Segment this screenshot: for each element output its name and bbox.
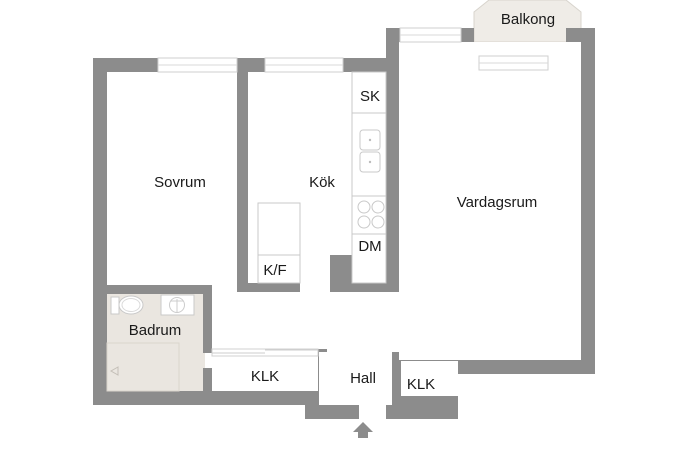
label-vardagsrum: Vardagsrum: [457, 194, 538, 211]
wall-sovrum-kok: [237, 58, 248, 290]
label-kok: Kök: [309, 174, 335, 191]
room-labels: Sovrum Kök Vardagsrum Balkong Badrum Hal…: [129, 11, 555, 393]
windows: [157, 27, 549, 73]
wall-right-lower-horizontal: [444, 360, 595, 374]
wall-badrum-east: [203, 285, 212, 353]
sovrum-floor-fix: [107, 72, 237, 285]
wall-badrum-east-lower: [203, 368, 212, 405]
fixture-labels: SK DM K/F: [263, 88, 381, 279]
label-klk-ost: KLK: [407, 376, 435, 393]
bathroom-fixtures: [106, 294, 195, 392]
wall-hall-entry-right: [386, 405, 458, 419]
hall-floor-fix: [319, 352, 392, 405]
sink-basin-1: [359, 129, 381, 151]
kitchen-fixtures: [257, 71, 387, 284]
label-dm: DM: [358, 238, 381, 255]
badrum-door-arrow: [109, 366, 119, 376]
wall-badrum-north: [99, 285, 211, 294]
wall-cutouts: [107, 42, 581, 405]
vardagsrum-floor-fix: [399, 42, 581, 360]
doors: [211, 348, 373, 438]
entrance-door-arrow: [353, 422, 373, 438]
label-sovrum: Sovrum: [154, 174, 206, 191]
wc-icon: [110, 295, 144, 315]
window-sovrum: [157, 57, 238, 73]
burner-2: [371, 200, 385, 214]
door-klk-vast: [211, 348, 319, 357]
sink-drain-1: [368, 138, 372, 142]
klk-vast-floor-fix: [212, 353, 318, 391]
burner-4: [371, 215, 385, 229]
window-vardagsrum: [399, 27, 462, 43]
klk-ost-floor-fix: [401, 361, 458, 396]
wall-klk-vast-south: [203, 391, 325, 405]
label-badrum: Badrum: [129, 322, 182, 339]
sink-drain-2: [368, 160, 372, 164]
kf-unit: [257, 202, 301, 284]
wall-kok-vardagsrum: [386, 42, 399, 290]
kitchen-counter-run: [351, 71, 387, 284]
wall-klk-ost-west: [392, 352, 401, 405]
wall-left-outer: [93, 58, 107, 405]
burner-3: [357, 215, 371, 229]
sink-basin-2: [359, 151, 381, 173]
window-balkong: [478, 55, 549, 71]
label-hall: Hall: [350, 370, 376, 387]
label-balkong: Balkong: [501, 11, 555, 28]
label-sk: SK: [360, 88, 380, 105]
dusch-area: [106, 342, 180, 392]
wall-kok-south-stub: [330, 283, 399, 292]
wall-klk-ost-south: [392, 396, 458, 405]
window-kok: [264, 57, 344, 73]
burner-1: [357, 200, 371, 214]
label-kf: K/F: [263, 262, 286, 279]
wall-kok-south-riser: [330, 255, 352, 292]
label-klk-vast: KLK: [251, 368, 279, 385]
wall-kf-base: [237, 283, 300, 292]
wall-right-outer: [581, 42, 595, 374]
handfat-icon: [160, 294, 195, 316]
